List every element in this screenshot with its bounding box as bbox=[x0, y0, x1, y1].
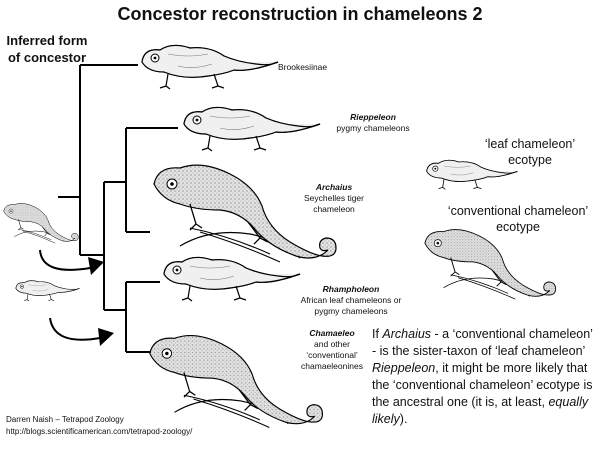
taxon-label-brookesiinae: Brookesiinae bbox=[278, 62, 327, 73]
credit-block: Darren Naish – Tetrapod Zoology http://b… bbox=[6, 414, 192, 438]
arrow-upper-curve bbox=[39, 249, 91, 271]
note-text: - a ‘conventional chameleon’ - is the si… bbox=[372, 327, 593, 358]
credit-author: Darren Naish – Tetrapod Zoology bbox=[6, 415, 124, 424]
rhampholeon-chameleon-illustration bbox=[163, 256, 301, 302]
credit-url: http://blogs.scientificamerican.com/tetr… bbox=[6, 427, 193, 436]
note-italic: Rieppeleon bbox=[372, 361, 436, 375]
note-italic: Archaius bbox=[382, 327, 432, 341]
note-text: ). bbox=[399, 412, 408, 426]
taxon-desc: and other ‘conventional’ chamaeleonines bbox=[301, 339, 363, 371]
taxon-label-archaius: Archaius Seychelles tiger chameleon bbox=[298, 182, 370, 215]
taxon-label-chamaeleo: Chamaeleo and other ‘conventional’ chama… bbox=[292, 328, 372, 372]
arrow-lower-head bbox=[98, 328, 114, 346]
concestor-lower-illustration bbox=[15, 280, 80, 302]
explanatory-note: If Archaius - a ‘conventional chameleon’… bbox=[372, 326, 594, 428]
taxon-name: Archaius bbox=[315, 182, 353, 192]
taxon-desc: pygmy chameleons bbox=[336, 123, 410, 133]
inferred-label-line2: of concestor bbox=[7, 50, 86, 65]
note-text: , it might be more likely that the ‘conv… bbox=[372, 361, 593, 409]
arrow-lower-curve bbox=[49, 317, 101, 341]
note-text: If bbox=[372, 327, 383, 341]
taxon-desc: Brookesiinae bbox=[278, 62, 328, 72]
leaf-ecotype-label: ‘leaf chameleon’ ecotype bbox=[484, 137, 576, 167]
taxon-label-rieppeleon: Rieppeleon pygmy chameleons bbox=[328, 112, 418, 134]
conventional-ecotype-label: ‘conventional chameleon’ ecotype bbox=[447, 204, 589, 234]
rieppeleon-chameleon-illustration bbox=[183, 106, 321, 152]
taxon-name: Rhampholeon bbox=[322, 284, 380, 294]
note-italic: equally likely bbox=[372, 395, 589, 426]
taxon-desc: Seychelles tiger chameleon bbox=[303, 193, 364, 214]
inferred-label-line1: Inferred form bbox=[6, 33, 88, 48]
brookesiinae-chameleon-illustration bbox=[141, 44, 279, 90]
arrow-upper-head bbox=[88, 257, 104, 275]
inferred-concestor-label: Inferred form of concestor bbox=[6, 32, 88, 66]
taxon-label-rhampholeon: Rhampholeon African leaf chameleons or p… bbox=[298, 284, 404, 317]
taxon-desc: African leaf chameleons or pygmy chamele… bbox=[300, 295, 402, 316]
taxon-name: Rieppeleon bbox=[350, 112, 396, 122]
concestor-upper-illustration bbox=[3, 203, 79, 244]
taxon-name: Chamaeleo bbox=[309, 328, 355, 338]
conventional-ecotype-illustration bbox=[424, 229, 557, 300]
diagram-title: Concestor reconstruction in chameleons 2 bbox=[117, 4, 483, 24]
